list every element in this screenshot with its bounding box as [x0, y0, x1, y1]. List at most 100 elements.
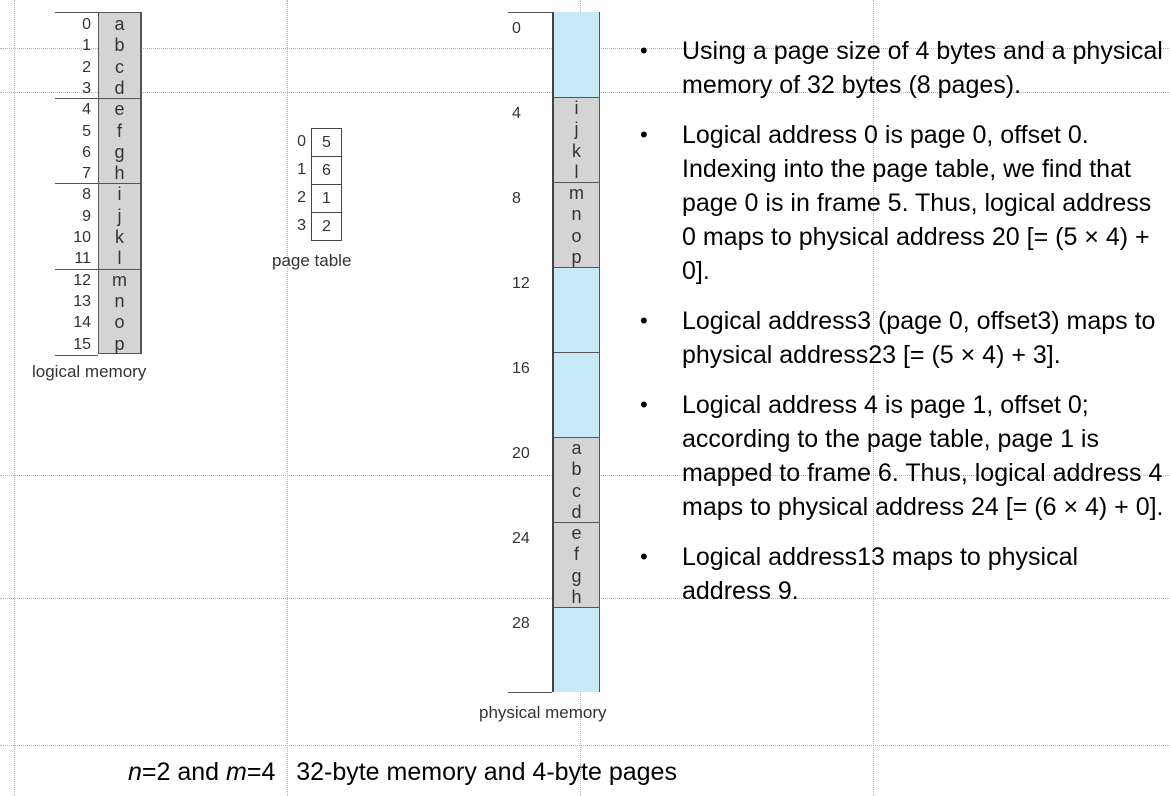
- bullet-text: Logical address13 maps to physical addre…: [682, 543, 1079, 605]
- logical-memory-byte: i: [117, 184, 122, 205]
- footer-caption: n=2 and m=4 32-byte memory and 4-byte pa…: [128, 758, 677, 787]
- frame-address: 0: [512, 20, 521, 37]
- page-boundary: [99, 268, 140, 270]
- explanation-bullets: • Using a page size of 4 bytes and a phys…: [640, 34, 1165, 624]
- logical-address: 1: [82, 37, 91, 55]
- physical-memory-byte: f: [573, 544, 579, 565]
- physical-memory-byte: k: [572, 140, 581, 161]
- logical-address: 4: [82, 101, 91, 119]
- page-table-index: 2: [297, 189, 306, 206]
- footer-m-val: =4: [246, 758, 276, 786]
- footer-rest: 32-byte memory and 4-byte pages: [296, 758, 677, 786]
- page-table-index: 3: [297, 217, 306, 234]
- frame-address: 8: [512, 190, 521, 207]
- bullet-icon: •: [640, 38, 648, 63]
- bullet-icon: •: [640, 122, 648, 147]
- logical-address: 2: [82, 58, 91, 76]
- logical-memory-byte: m: [112, 269, 127, 290]
- logical-address: 8: [82, 186, 91, 204]
- page-table-caption: page table: [272, 251, 352, 270]
- guide-line: [14, 0, 15, 796]
- logical-memory-byte: b: [114, 35, 125, 56]
- logical-memory-byte: g: [114, 141, 125, 162]
- logical-address: 6: [82, 143, 91, 161]
- logical-memory-caption: logical memory: [32, 362, 147, 381]
- physical-memory-byte: c: [572, 480, 581, 501]
- logical-address: 3: [82, 79, 91, 97]
- guide-line: [0, 745, 1170, 746]
- physical-memory-caption: physical memory: [479, 703, 607, 722]
- physical-memory-byte: m: [569, 183, 584, 203]
- physical-memory-byte: i: [574, 98, 579, 118]
- bullet-icon: •: [640, 544, 648, 569]
- logical-memory-byte: h: [114, 163, 125, 184]
- physical-memory-byte: h: [571, 586, 582, 607]
- logical-address: 7: [82, 165, 91, 183]
- frame-address: 16: [512, 360, 530, 377]
- physical-memory-byte: g: [571, 565, 582, 586]
- page-boundary: [55, 268, 98, 270]
- frame-address: 4: [512, 105, 521, 122]
- page-table-index: 0: [297, 133, 306, 150]
- bullet-item: • Logical address 4 is page 1, offset 0; …: [640, 388, 1165, 524]
- bullet-text: Logical address 4 is page 1, offset 0; a…: [682, 391, 1164, 521]
- page-boundary: [99, 183, 140, 185]
- physical-memory-address-column: [508, 12, 552, 693]
- frame-address: 24: [512, 530, 530, 547]
- logical-address: 15: [73, 335, 91, 353]
- physical-memory-byte: e: [571, 523, 582, 543]
- logical-memory-byte: d: [114, 77, 125, 98]
- logical-address: 0: [82, 16, 91, 33]
- page-table-entry: 5: [312, 129, 341, 157]
- logical-address: 5: [82, 122, 91, 140]
- logical-memory-byte: j: [117, 205, 122, 226]
- physical-memory-byte: l: [574, 161, 579, 182]
- logical-address: 14: [73, 314, 91, 332]
- physical-memory-byte: a: [571, 438, 582, 458]
- footer-n-val: =2 and: [141, 758, 227, 786]
- page-boundary: [55, 183, 98, 185]
- logical-address: 10: [73, 229, 91, 246]
- logical-address: 11: [74, 250, 91, 268]
- logical-memory-byte: f: [116, 120, 122, 141]
- page-boundary: [55, 98, 98, 100]
- physical-frame: [554, 267, 599, 352]
- logical-address: 13: [73, 292, 91, 310]
- bullet-item: • Logical address 0 is page 0, offset 0. …: [640, 118, 1165, 288]
- bullet-item: •Logical address3 (page 0, offset3) maps…: [640, 304, 1165, 372]
- footer-n-var: n: [128, 758, 142, 786]
- bullet-item: • Using a page size of 4 bytes and a phys…: [640, 34, 1165, 102]
- page-table-entry: 2: [322, 218, 331, 235]
- bullet-text: Using a page size of 4 bytes and a physi…: [682, 37, 1163, 99]
- frame-address: 28: [512, 615, 530, 632]
- guide-line: [873, 0, 874, 796]
- bullet-text: Logical address3 (page 0, offset3) maps …: [682, 307, 1156, 369]
- bullet-text: Logical address 0 is page 0, offset 0. I…: [682, 121, 1152, 285]
- logical-address: 12: [73, 271, 91, 289]
- physical-memory-byte: d: [571, 501, 582, 522]
- logical-memory-byte: p: [114, 333, 125, 354]
- page-table-entry: 1: [312, 185, 341, 213]
- physical-frame: [554, 607, 599, 692]
- physical-memory-byte: p: [571, 246, 582, 267]
- logical-memory-byte: o: [114, 312, 125, 333]
- logical-memory-byte: e: [114, 99, 125, 120]
- logical-memory-byte: c: [115, 56, 124, 77]
- guide-line: [287, 0, 288, 796]
- logical-memory-byte: a: [114, 14, 125, 34]
- frame-address: 12: [512, 275, 530, 292]
- page-table-index: 1: [297, 161, 306, 178]
- frame-address: 20: [512, 445, 530, 462]
- page-table-entry: 6: [312, 157, 341, 185]
- physical-memory-byte: b: [571, 459, 582, 480]
- bullet-icon: •: [640, 392, 648, 417]
- physical-memory-byte: j: [574, 119, 579, 140]
- physical-memory-byte: o: [571, 225, 582, 246]
- physical-frame: [554, 12, 599, 97]
